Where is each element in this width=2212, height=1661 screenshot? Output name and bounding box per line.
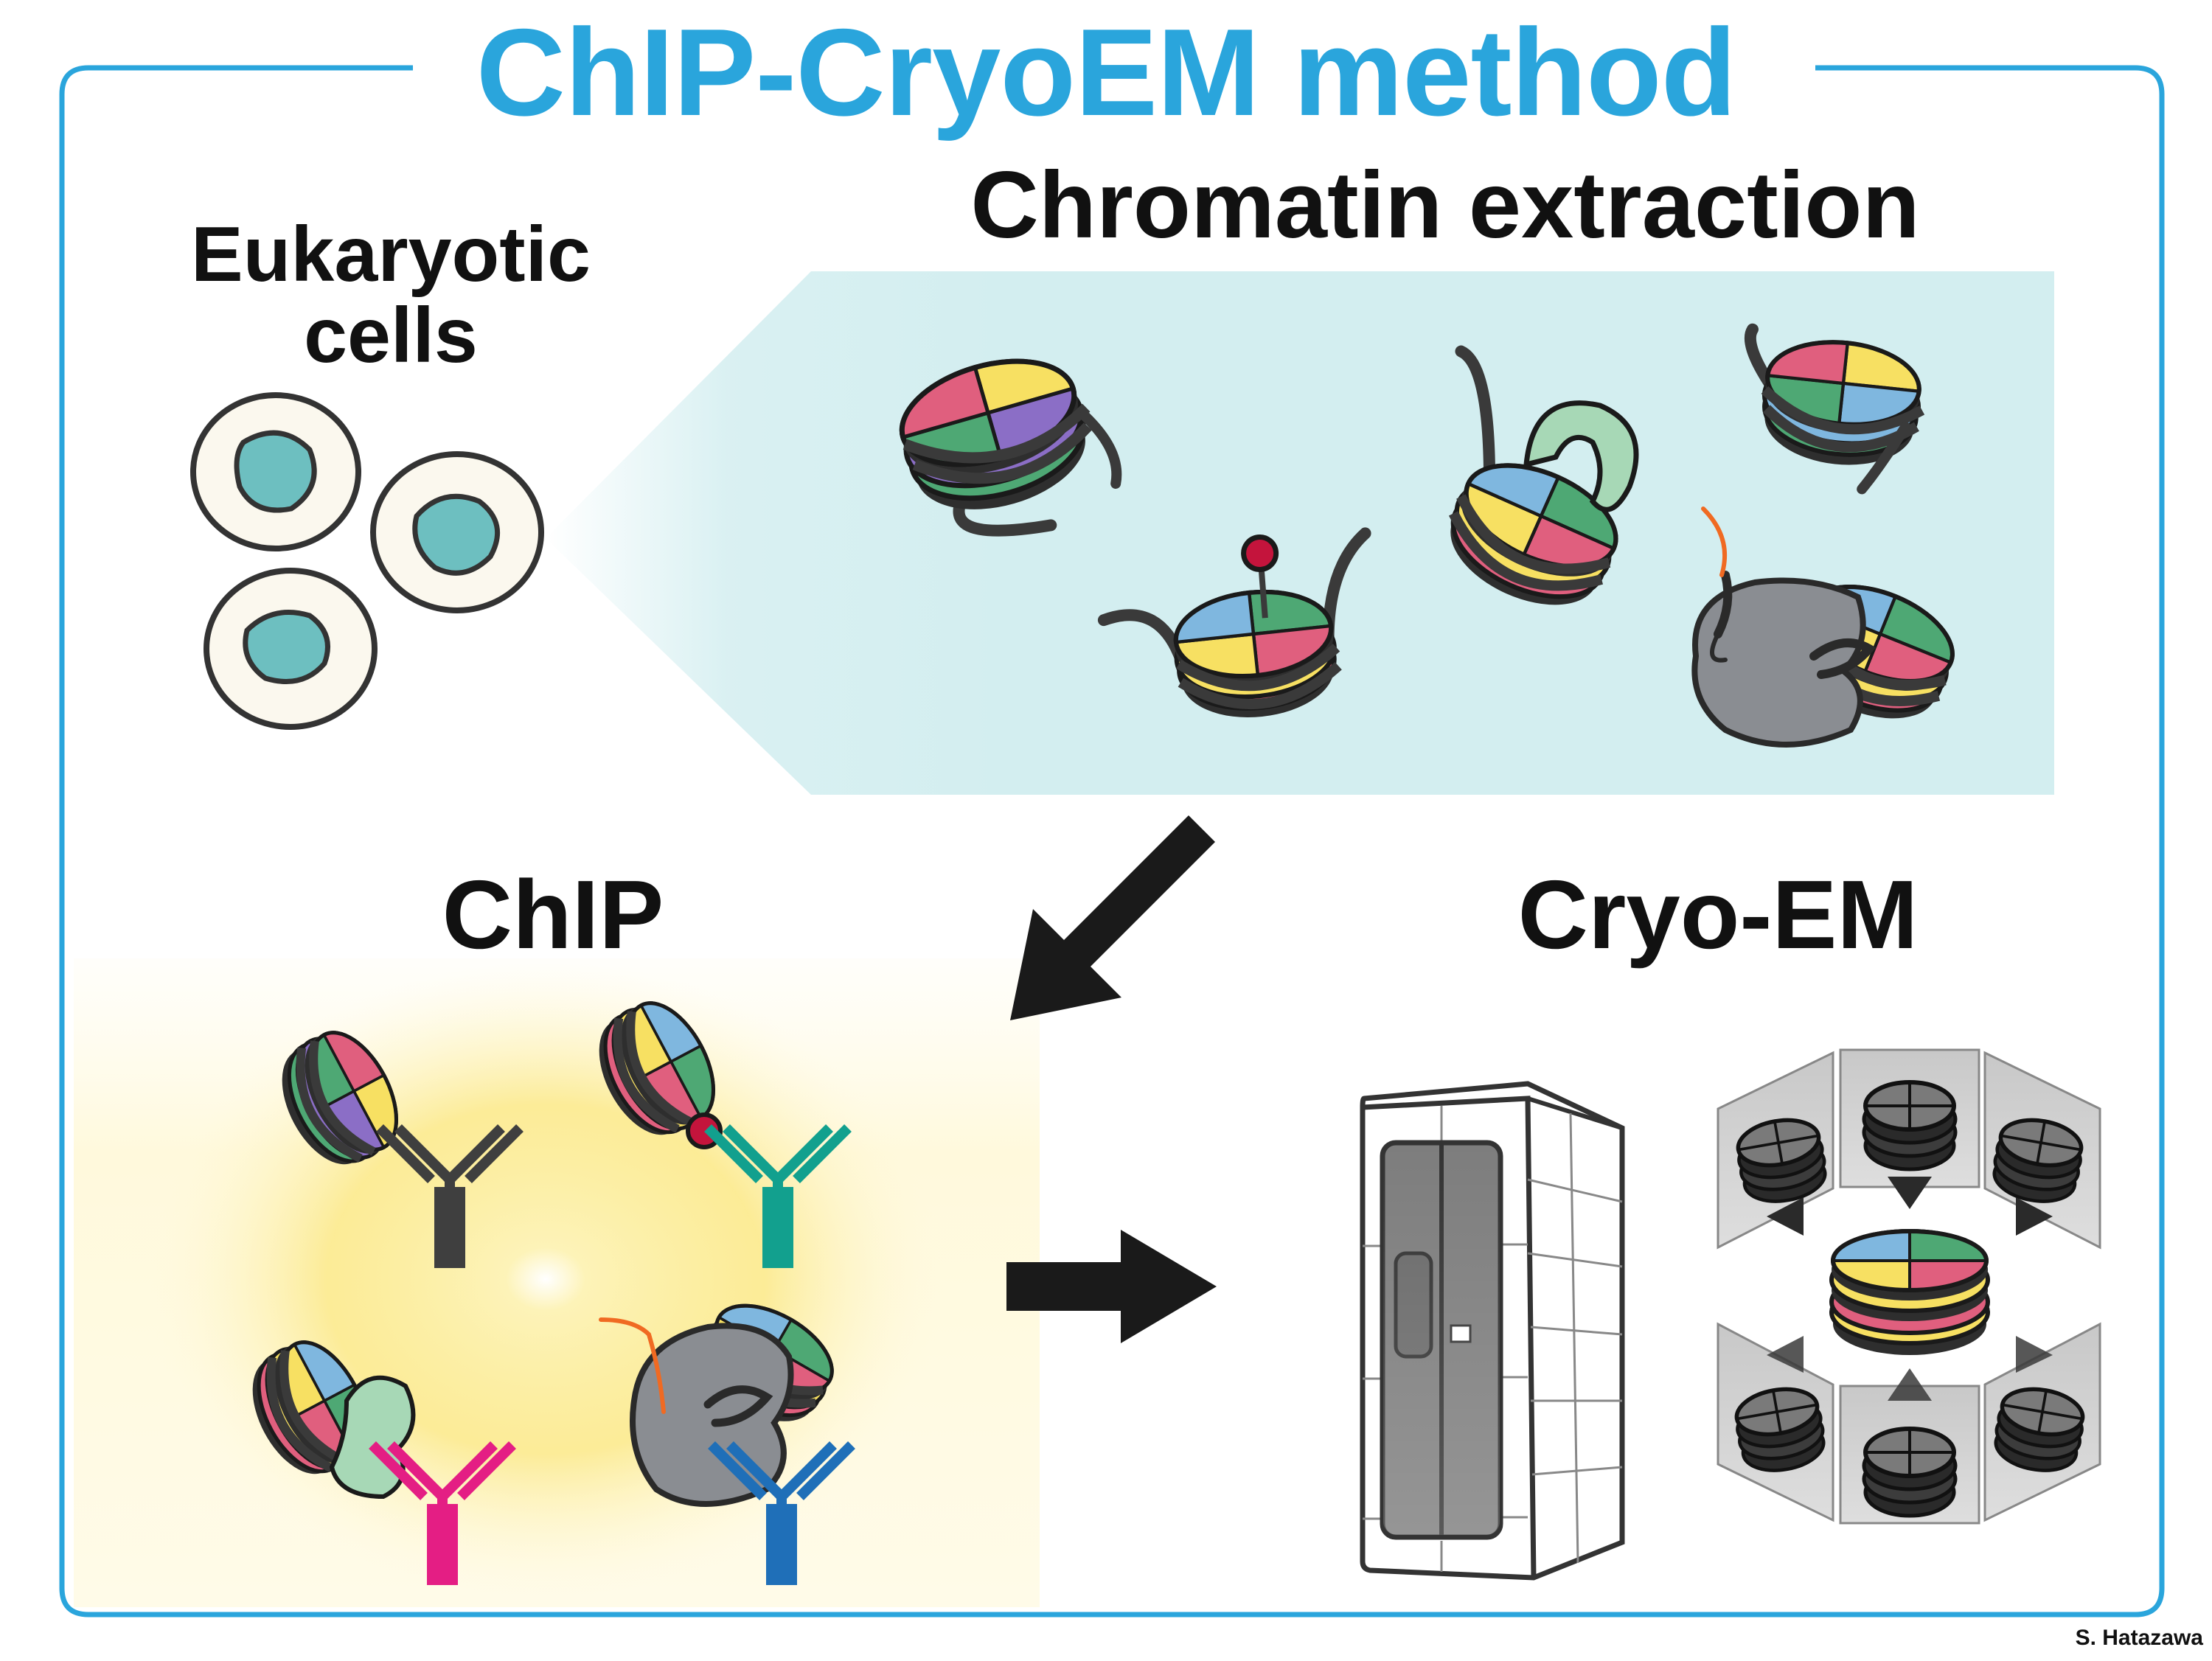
nucleosome-purple-variant [888, 338, 1122, 537]
view-panel-top-right [1983, 1051, 2101, 1250]
view-panel-bottom-right [1983, 1322, 2101, 1522]
cells-label-line-1: Eukaryotic [190, 211, 591, 298]
chip-complex-gray-antibody [263, 1018, 520, 1268]
arrowhead-down [1888, 1177, 1932, 1209]
nucleosome-with-remodeler [1691, 506, 1967, 748]
arrow-chip-to-cryoem [1006, 1230, 1217, 1343]
nucleosome-blue-variant [1744, 323, 1929, 495]
arrowhead-lower-right [2016, 1336, 2053, 1373]
view-panel-top-left [1717, 1051, 1834, 1250]
arrow-extract-to-chip [1010, 815, 1215, 1020]
reconstructed-nucleosome-map [1829, 1229, 1990, 1355]
view-panel-top [1839, 1048, 1980, 1188]
cell-3 [204, 568, 378, 730]
cryo-em-microscope [1360, 1081, 1625, 1581]
cells-label-line-2: cells [304, 292, 478, 379]
section-label-chip: ChIP [442, 860, 664, 969]
chip-glow-panel [74, 958, 1040, 1607]
cell-1 [190, 392, 361, 551]
chip-complex-teal-antibody [580, 989, 848, 1268]
eukaryotic-cells [190, 392, 544, 730]
section-label-eukaryotic-cells: Eukaryotic cells [133, 214, 649, 376]
arrowhead-right [2016, 1197, 2053, 1236]
nucleosome-modified-mark [1097, 527, 1371, 731]
section-label-chromatin-extraction: Chromatin extraction [970, 153, 1920, 258]
figure-title: ChIP-CryoEM method [476, 3, 1737, 142]
nucleosome-with-reader [1379, 345, 1639, 628]
outer-frame [59, 65, 2165, 1618]
cryo-em-particle-views [1717, 1048, 2101, 1525]
chip-complex-magenta-antibody [234, 1328, 512, 1585]
author-credit: S. Hatazawa [2075, 1626, 2203, 1650]
chip-complex-blue-antibody [599, 1287, 852, 1585]
cell-2 [370, 451, 544, 613]
arrowhead-lower-left [1767, 1336, 1804, 1373]
view-panel-bottom [1839, 1385, 1980, 1525]
arrowhead-left [1767, 1197, 1804, 1236]
arrowhead-up [1888, 1368, 1932, 1401]
section-label-cryo-em: Cryo-EM [1517, 860, 1919, 969]
